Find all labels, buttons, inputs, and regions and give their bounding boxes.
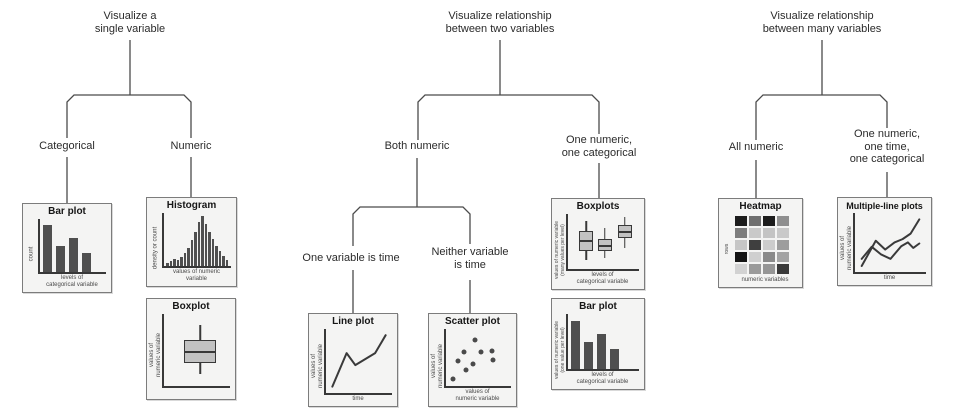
card-title: Boxplot <box>172 301 210 312</box>
line-chart <box>324 329 392 395</box>
card-title: Heatmap <box>739 201 782 212</box>
heatmap-chart <box>733 214 797 276</box>
branch-label-one-variable-is-time: One variable is time <box>302 252 400 264</box>
x-axis-label: numeric variables <box>741 276 789 283</box>
connector-line <box>66 94 192 138</box>
x-axis-label <box>162 388 230 396</box>
card-boxplots: Boxplots values of numeric variable(many… <box>551 198 645 290</box>
branch-label-both-numeric: Both numeric <box>384 140 450 152</box>
branch-label-one-numeric-one-time-one-categorical: One numeric,one time,one categorical <box>849 128 925 165</box>
card-heatmap: Heatmap rows numeric variables <box>718 198 803 288</box>
branch-label-numeric: Numeric <box>170 140 212 152</box>
card-title: Line plot <box>332 316 374 327</box>
branch-label-one-numeric-one-categorical: One numeric,one categorical <box>561 134 637 159</box>
y-axis-label: values of numeric variable(many values p… <box>554 220 566 280</box>
card-title: Multiple-line plots <box>846 201 923 211</box>
histogram-chart <box>162 213 231 268</box>
boxplot-chart <box>162 314 230 388</box>
bar-chart <box>38 219 106 274</box>
card-title: Bar plot <box>48 206 86 217</box>
bar-chart <box>566 314 639 371</box>
y-axis-label: count <box>27 246 34 262</box>
scatter-chart <box>444 329 511 388</box>
y-axis-label: density or count <box>151 226 158 270</box>
card-title: Bar plot <box>579 301 617 312</box>
card-title: Boxplots <box>576 201 620 212</box>
y-axis-label: rows <box>724 243 730 255</box>
branch-label-all-numeric: All numeric <box>728 141 784 153</box>
card-title: Histogram <box>166 200 217 211</box>
boxplots-chart <box>566 214 639 271</box>
x-axis-label: time <box>352 395 364 402</box>
connector-line <box>352 206 471 246</box>
card-bar-plot-per-level: Bar plot values of numeric variable(one … <box>551 298 645 390</box>
multi-line-chart <box>853 213 926 274</box>
connector-line <box>755 94 888 140</box>
branch-label-categorical: Categorical <box>39 140 95 152</box>
card-title: Scatter plot <box>444 316 500 327</box>
card-histogram: Histogram density or count values of num… <box>146 197 237 287</box>
connector-line <box>417 94 600 140</box>
x-axis-label: time <box>883 274 896 281</box>
y-axis-label: values of numeric variable(one value per… <box>554 320 566 380</box>
